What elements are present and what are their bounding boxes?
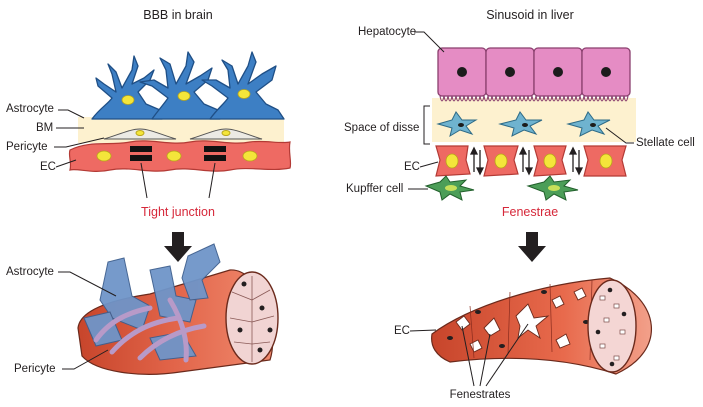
lumen-fenestrae — [599, 295, 626, 361]
astrocyte-bottom-leader — [58, 271, 117, 297]
astrocyte-nuclei — [121, 89, 251, 105]
lumen-cells — [229, 276, 275, 362]
sinusoid-panel: Sinusoid in liver — [344, 8, 695, 401]
pericyte-process — [109, 315, 181, 355]
astrocyte-process — [149, 265, 197, 323]
space-of-disse-label: Space of disse — [344, 122, 419, 134]
tight-junction — [204, 146, 226, 152]
astrocyte-process — [181, 243, 221, 301]
pericyte-wraps — [93, 297, 207, 363]
nucleus — [553, 67, 563, 77]
nucleus — [237, 89, 251, 99]
bbb-title: BBB in brain — [143, 8, 213, 22]
ec-label: EC — [40, 161, 56, 173]
pericyte-leader — [54, 137, 105, 148]
pericyte-bottom-leader — [62, 349, 109, 370]
nucleus — [457, 67, 467, 77]
stellate-cell-label: Stellate cell — [636, 137, 695, 149]
bm-label: BM — [36, 122, 53, 134]
liver-ec-cells — [435, 145, 627, 177]
fenestrates-leaders — [461, 323, 529, 387]
pericyte-process — [93, 305, 153, 343]
stellate-cells — [436, 111, 611, 138]
tight-junction-leader — [140, 162, 148, 199]
fenestra — [555, 333, 571, 349]
ec-nuclei — [96, 150, 258, 162]
exchange-arrows — [469, 146, 584, 176]
stellate-cell — [566, 111, 611, 137]
lumen-nuclei — [595, 287, 627, 367]
tight-junction — [130, 146, 152, 152]
liver-ec-leader — [419, 161, 439, 168]
vessel-lumen-end — [587, 279, 637, 373]
vessel-nuclei — [447, 290, 589, 348]
fenestra — [483, 317, 501, 337]
fenestrates-label: Fenestrates — [450, 389, 511, 401]
nucleus — [177, 91, 191, 101]
liver-ec-nuclei — [445, 153, 613, 169]
sinusoid-vessel — [431, 277, 653, 375]
astrocyte-top-cells — [91, 51, 285, 120]
nucleus — [221, 130, 231, 136]
ec-leader — [55, 159, 77, 168]
microvilli — [439, 95, 629, 102]
astrocyte-bottom-label: Astrocyte — [6, 266, 54, 278]
space-of-disse-bracket — [423, 105, 430, 145]
liver-ec-label: EC — [404, 161, 420, 173]
astrocyte-cell — [201, 51, 285, 120]
tight-junction-label: Tight junction — [141, 205, 215, 219]
hepatocyte-leader — [414, 31, 445, 53]
stellate-cell — [436, 111, 478, 138]
pericyte-process — [167, 297, 189, 363]
nucleus — [166, 150, 182, 162]
stellate-nuclei — [458, 123, 596, 127]
kupffer-nuclei — [445, 185, 560, 191]
fenestrae-label: Fenestrae — [502, 205, 558, 219]
pericytes — [103, 128, 263, 140]
fenestra — [551, 295, 565, 309]
nucleus — [505, 67, 515, 77]
sinusoid-title: Sinusoid in liver — [486, 8, 574, 22]
down-arrow-icon — [164, 232, 192, 262]
pericyte-bottom-label: Pericyte — [14, 363, 56, 375]
hepatocyte-nuclei — [457, 67, 611, 77]
kupffer-cell-label: Kupffer cell — [346, 183, 403, 195]
stellate-cell — [498, 111, 543, 137]
hepatocyte-label: Hepatocyte — [358, 26, 416, 38]
astrocyte-cell — [91, 55, 163, 120]
tight-junction — [204, 155, 226, 161]
nucleus — [121, 95, 135, 105]
fenestra — [573, 287, 587, 301]
tight-junction — [130, 155, 152, 161]
stellate-cell-leader — [605, 127, 634, 144]
bbb-vessel — [77, 243, 279, 375]
astrocyte-leader — [58, 109, 85, 119]
nucleus — [601, 67, 611, 77]
pericyte-label: Pericyte — [6, 141, 48, 153]
nucleus — [242, 150, 258, 162]
nucleus — [135, 130, 145, 136]
lumen-nuclei — [237, 281, 273, 353]
fenestra — [455, 315, 471, 331]
ec-bottom-leader — [409, 329, 437, 332]
tight-junction-leader — [208, 162, 216, 199]
bbb-panel: BBB in brain — [6, 8, 292, 375]
astrocyte-label: Astrocyte — [6, 103, 54, 115]
tight-junctions — [130, 146, 226, 161]
ec-bottom-label: EC — [394, 325, 410, 337]
down-arrow-icon — [518, 232, 546, 262]
nucleus — [96, 150, 112, 162]
pericyte-process — [137, 323, 207, 361]
